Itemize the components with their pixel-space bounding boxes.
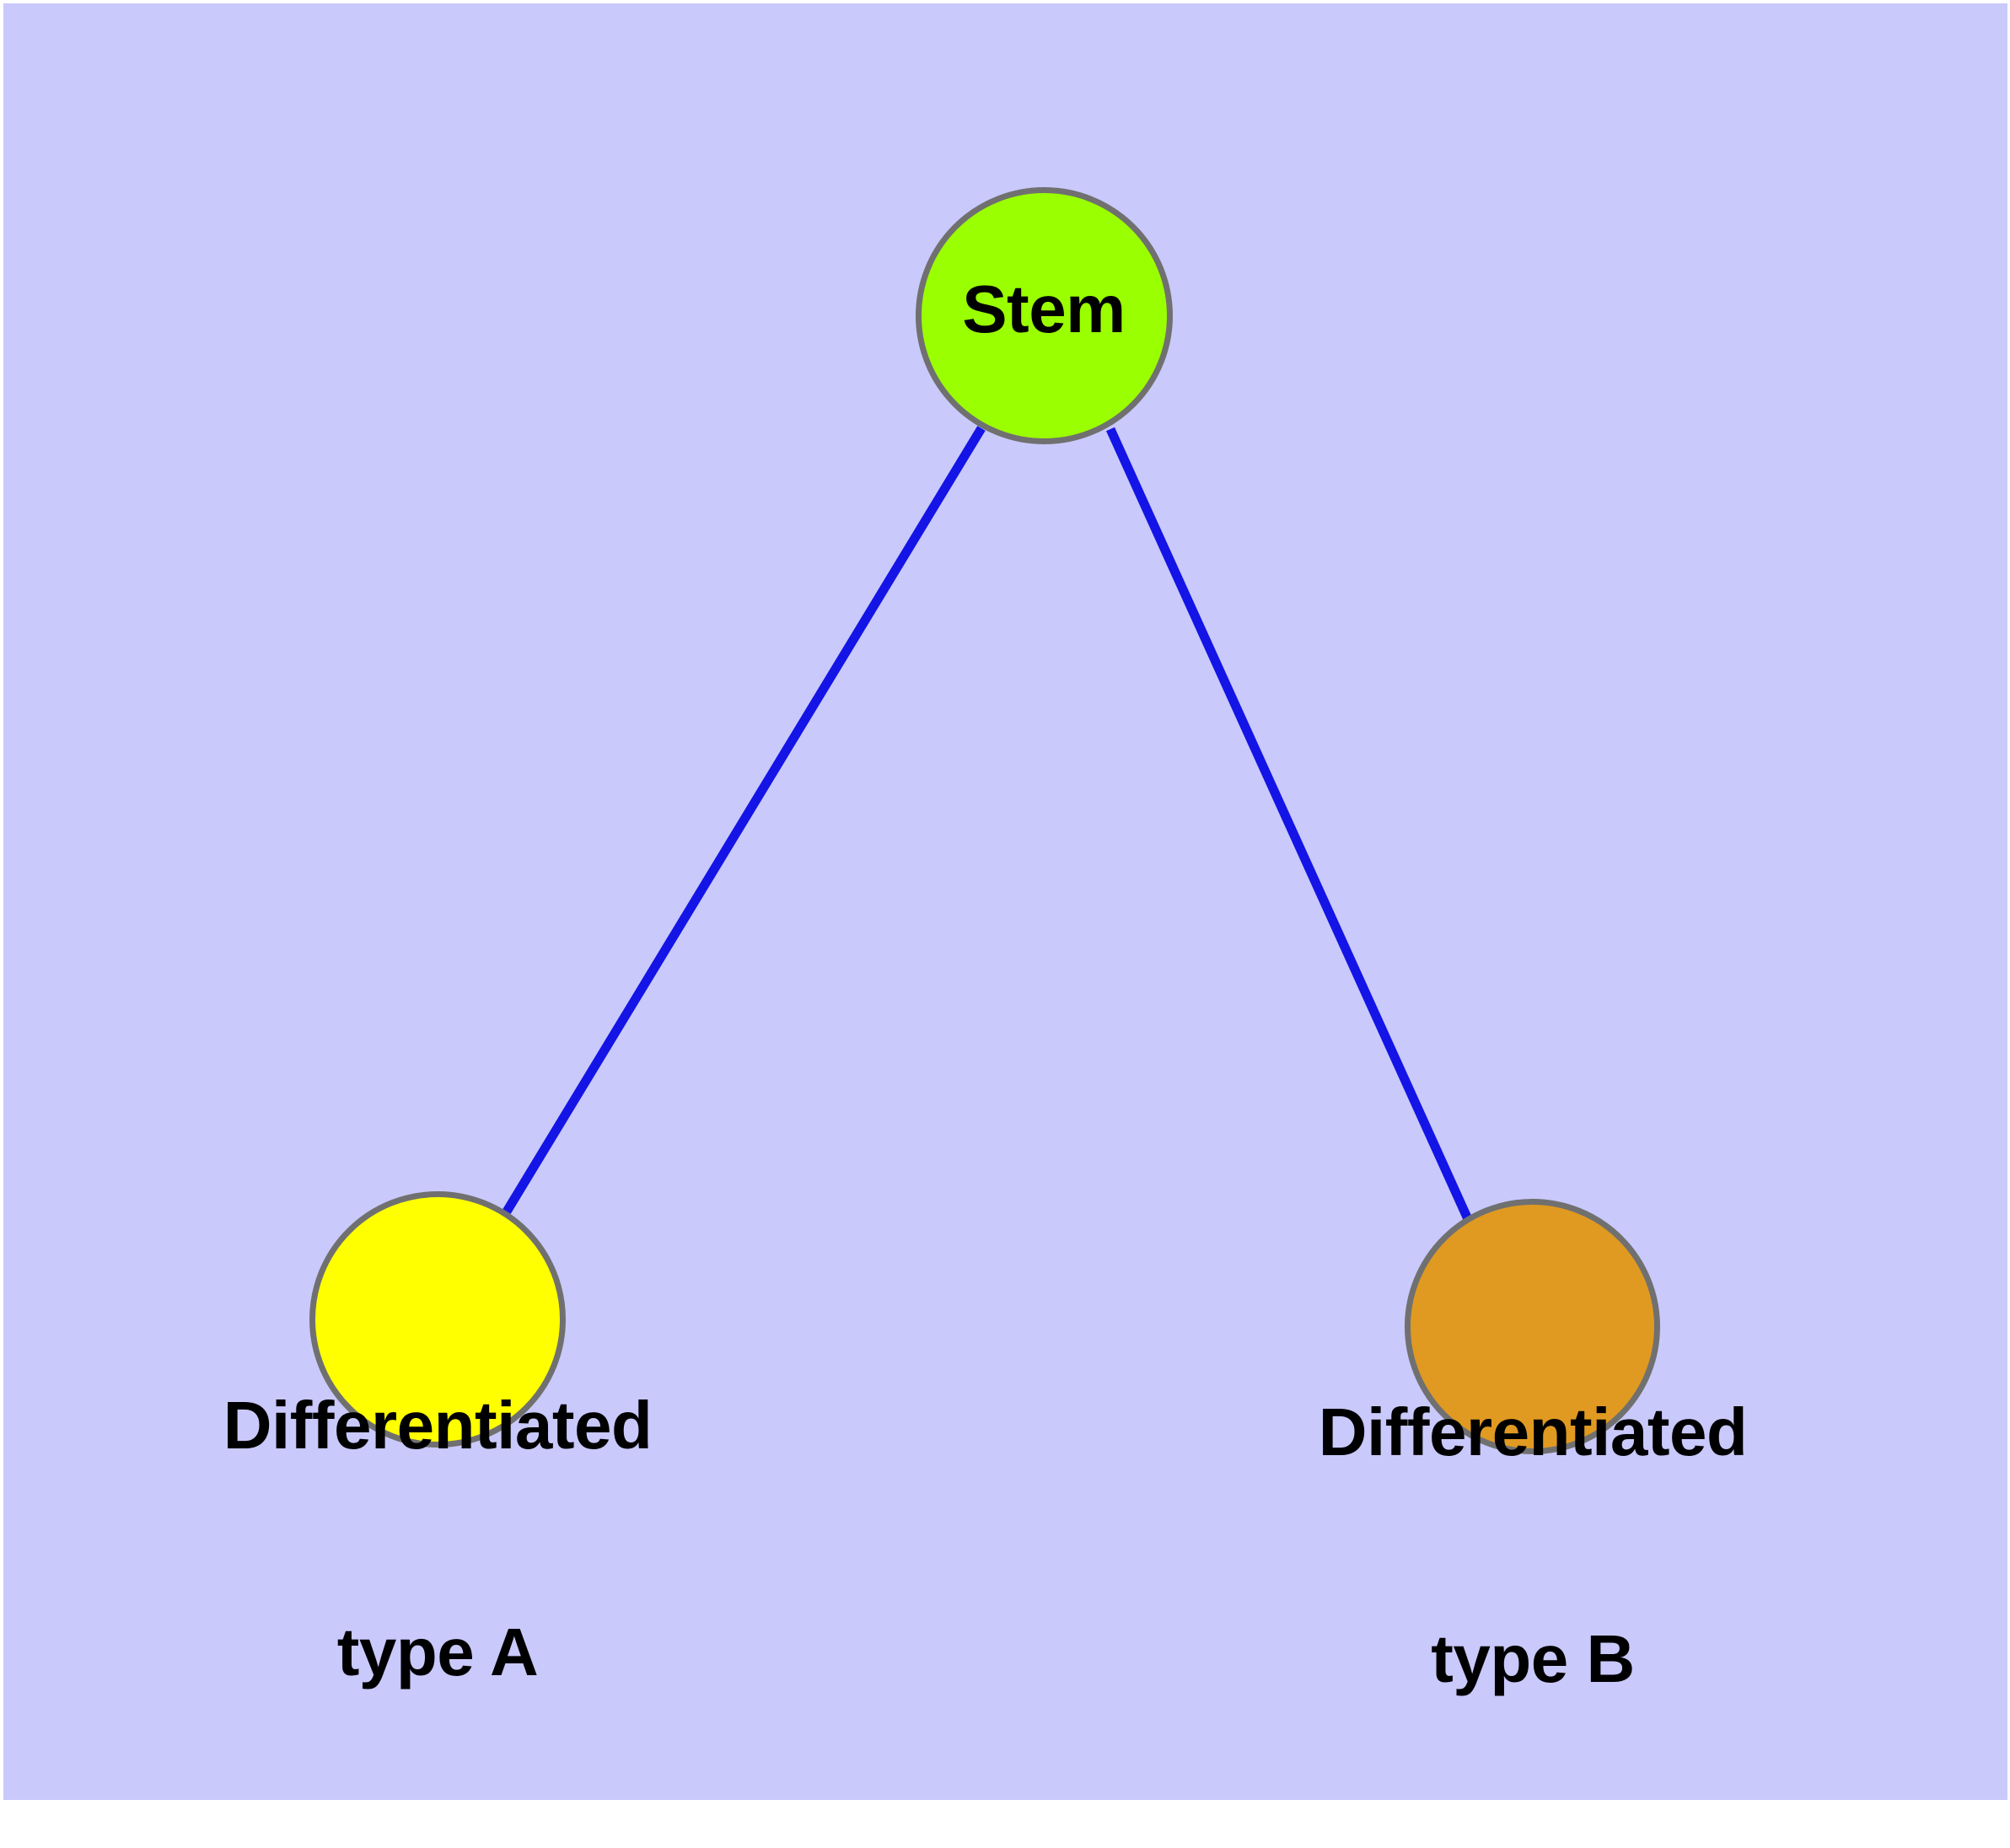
diagram-canvas: Stem Differentiated type A Differentiate…	[3, 3, 2007, 1800]
node-label-stem: Stem	[962, 271, 1126, 346]
node-label-line-1: Differentiated	[1318, 1394, 1748, 1470]
node-label-line-2: type B	[1431, 1620, 1635, 1696]
node-label-line-2: type A	[336, 1614, 539, 1690]
edge-stem-to-differentiated-type-b[interactable]	[1105, 427, 1473, 1222]
node-layer: Stem Differentiated type A Differentiate…	[223, 187, 1748, 1696]
node-label-differentiated-type-b: Differentiated type B	[1111, 1244, 1954, 1848]
node-label-differentiated-type-a: Differentiated type A	[16, 1237, 859, 1841]
node-label-line-1: Differentiated	[223, 1388, 653, 1464]
node-differentiated-type-a[interactable]	[309, 1191, 566, 1448]
edge-stem-to-differentiated-type-a[interactable]	[502, 426, 986, 1214]
node-stem[interactable]	[916, 187, 1173, 444]
edge-layer	[502, 426, 1473, 1222]
node-differentiated-type-b[interactable]	[1405, 1199, 1660, 1454]
